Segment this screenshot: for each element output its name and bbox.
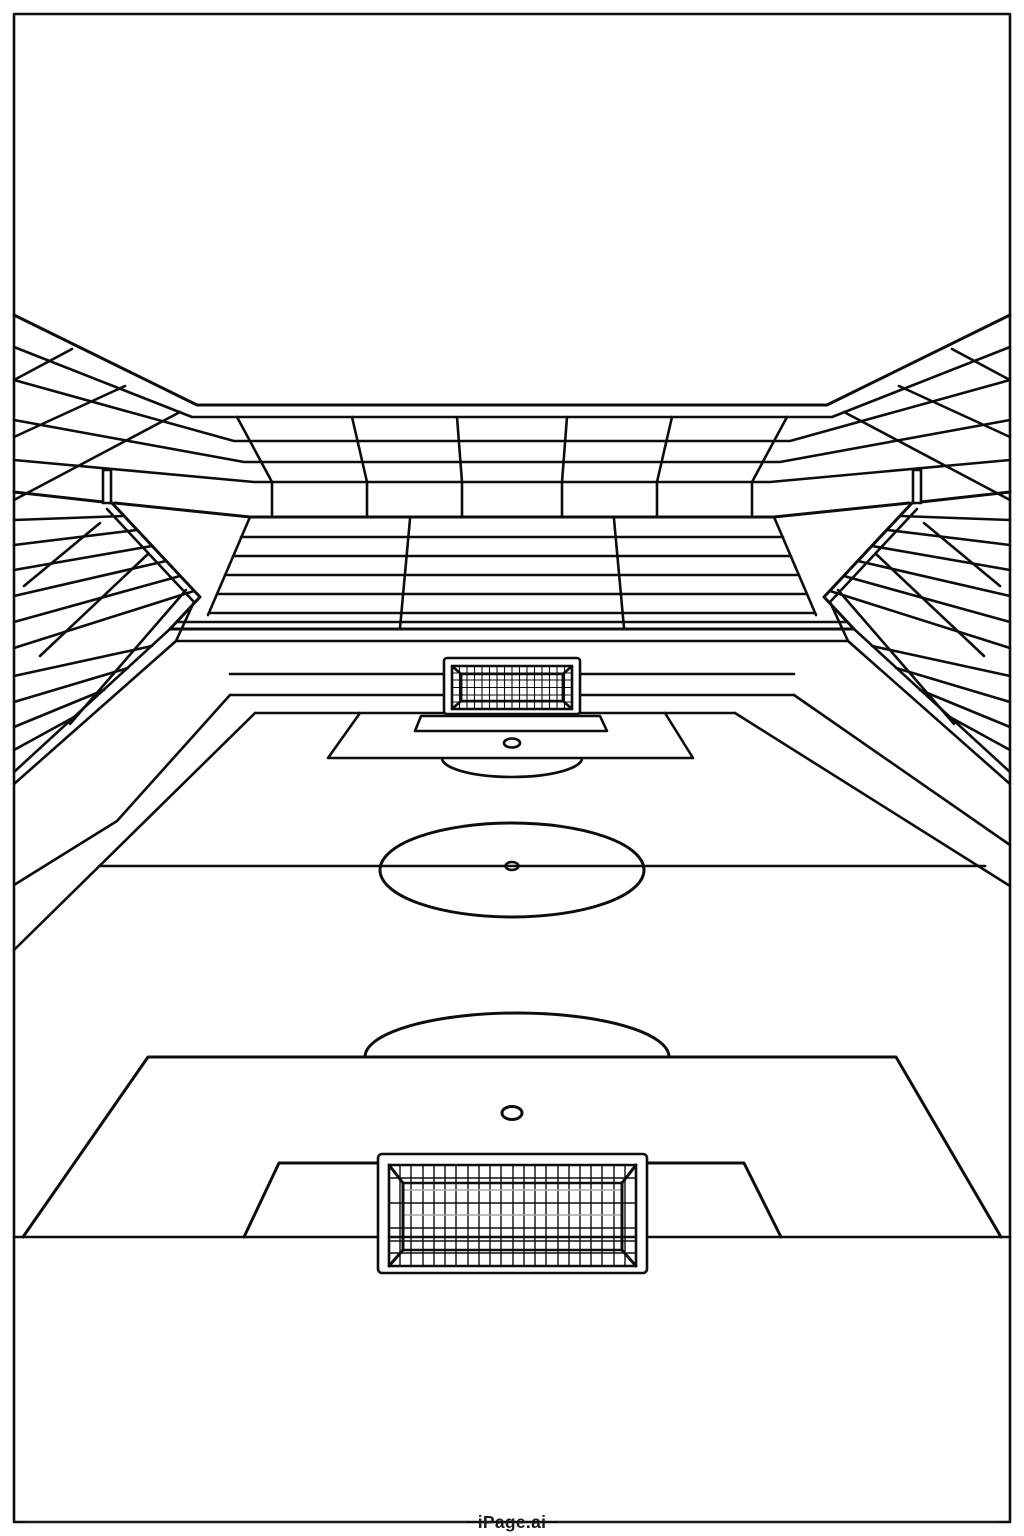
far-goal-net-grid — [452, 666, 572, 709]
front-wall-top-inner — [105, 507, 919, 643]
side-wall-bases — [12, 693, 1012, 887]
center-spot — [504, 860, 520, 872]
far-penalty-spot — [502, 737, 522, 749]
corner-aisle-dividers — [12, 347, 1012, 502]
vomitory-sides — [206, 515, 818, 617]
lower-tier-rows — [176, 535, 848, 624]
roof-inner-line — [12, 345, 1012, 419]
center-circle — [378, 821, 646, 919]
walkway-dividers — [270, 480, 754, 518]
footer-brand-text: iPage.ai — [478, 1512, 547, 1532]
lower-tier-aisles — [398, 517, 626, 630]
near-penalty-spot — [500, 1105, 524, 1121]
stadium-stands — [12, 313, 1012, 887]
touchlines — [12, 711, 1012, 952]
near-goal-net-folds — [387, 1163, 638, 1268]
far-goal — [442, 656, 582, 716]
side-stand-rows-left — [12, 514, 196, 752]
far-goal-net-folds — [450, 664, 574, 711]
walkway-edge — [12, 490, 1012, 519]
section-dividers — [235, 415, 789, 484]
front-wall-top-outer — [110, 501, 914, 631]
near-penalty-arc — [363, 1011, 671, 1059]
far-penalty-area — [326, 711, 695, 760]
footer: iPage.ai — [25, 1512, 999, 1532]
far-goal-area — [413, 714, 609, 733]
roof-outer-line — [12, 313, 1012, 407]
near-penalty-area — [21, 1055, 1003, 1239]
upper-tier-rows — [12, 378, 1012, 484]
side-stand-aisles — [22, 521, 1002, 726]
side-wall-tops — [12, 627, 1012, 786]
near-goal — [376, 1152, 649, 1275]
near-goal-net-back-rows — [404, 1189, 621, 1216]
side-stand-rows-right — [828, 514, 1012, 752]
far-penalty-arc — [440, 756, 584, 779]
